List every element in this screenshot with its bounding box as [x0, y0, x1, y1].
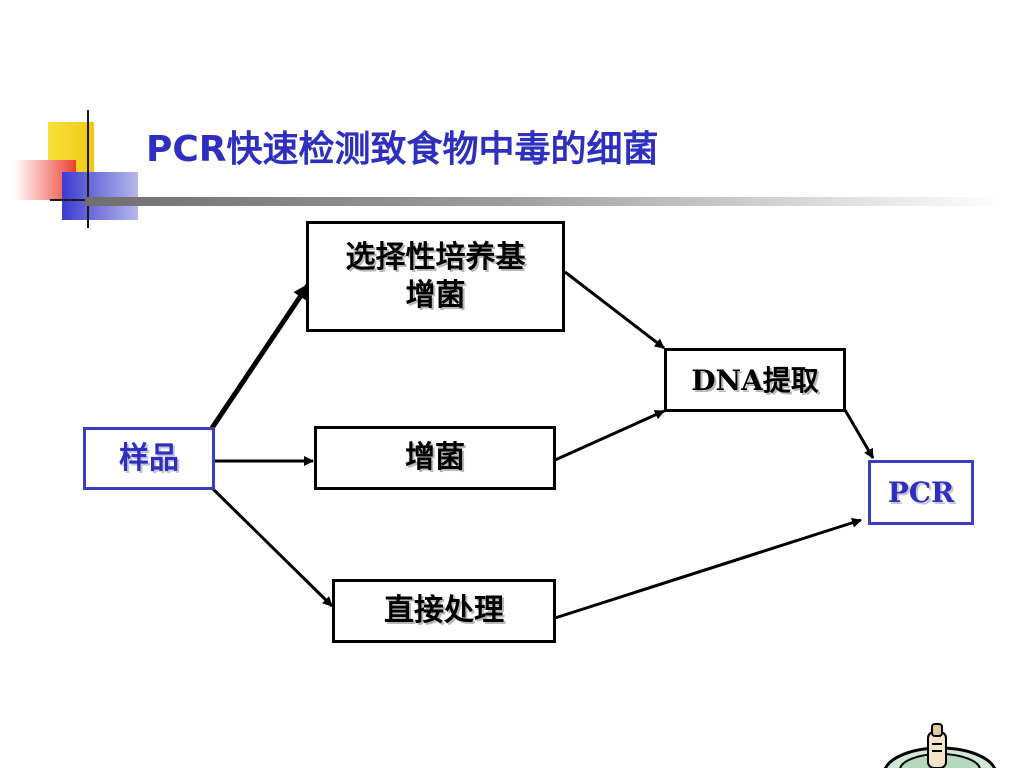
node-sample: 样品 [83, 427, 215, 490]
arrow-sample-to-direct [210, 486, 334, 608]
node-sample-label: 样品 [119, 440, 179, 476]
node-enrichment: 增菌 [314, 426, 556, 490]
arrow-direct-to-pcr [554, 517, 862, 620]
node-pcr-label: PCR [887, 476, 955, 509]
page-title: PCR快速检测致食物中毒的细菌 [146, 129, 659, 170]
arrow-enrich-to-dna [554, 409, 665, 462]
arrow-sample-to-selective [209, 283, 311, 430]
arrow-selective-to-dna [564, 270, 665, 350]
node-dna-extraction-label: DNA提取 [691, 363, 819, 397]
node-dna-extraction: DNA提取 [664, 348, 846, 412]
node-direct-processing-label: 直接处理 [384, 593, 504, 629]
node-pcr: PCR [868, 460, 974, 525]
node-selective-culture: 选择性培养基增菌 [306, 221, 565, 332]
node-direct-processing: 直接处理 [332, 579, 556, 643]
node-selective-culture-label: 选择性培养基增菌 [345, 240, 526, 313]
arrow-dna-to-pcr [843, 409, 875, 459]
node-enrichment-label: 增菌 [405, 440, 465, 476]
slide-corner-decoration-icon [0, 110, 140, 230]
title-underline [85, 197, 1005, 206]
cartoon-figure-icon [880, 718, 1000, 772]
